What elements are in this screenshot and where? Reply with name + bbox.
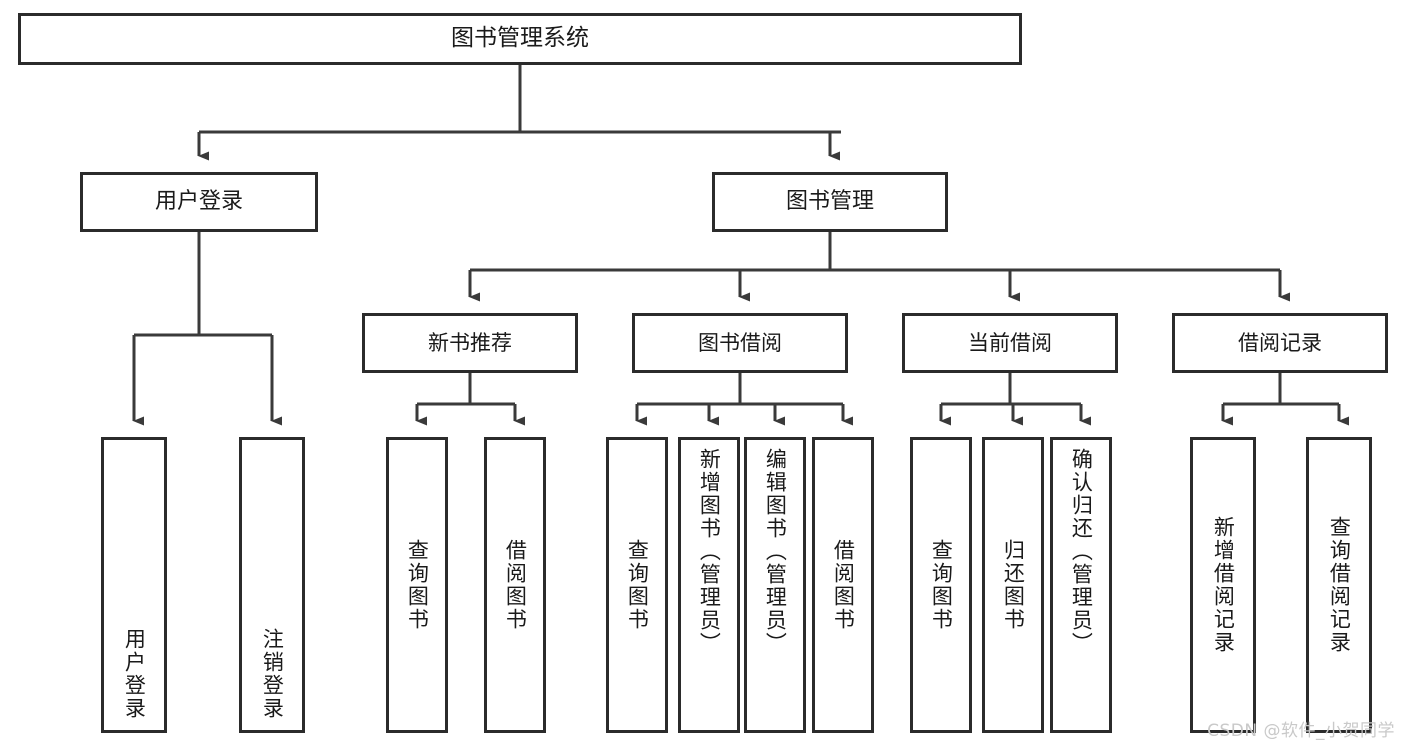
leaf-label: 编辑图书（管理员） xyxy=(763,448,788,655)
leaf-inner: 确认归还（管理员） xyxy=(1053,444,1109,726)
leaf-label: 归还图书 xyxy=(1001,539,1026,631)
leaf-label: 查询借阅记录 xyxy=(1327,516,1352,654)
leaf-query-books-nbr[interactable]: 查询图书 xyxy=(386,437,448,733)
leaf-label: 确认归还（管理员） xyxy=(1069,448,1094,655)
leaf-inner: 借阅图书 xyxy=(487,446,543,724)
leaf-inner: 查询图书 xyxy=(389,446,445,724)
leaf-borrow-books-nbr[interactable]: 借阅图书 xyxy=(484,437,546,733)
leaf-inner: 注销登录 xyxy=(242,442,302,728)
node-book-management[interactable]: 图书管理 xyxy=(712,172,948,232)
leaf-add-borrow-record[interactable]: 新增借阅记录 xyxy=(1190,437,1256,733)
node-current-borrowing[interactable]: 当前借阅 xyxy=(902,313,1118,373)
leaf-user-login[interactable]: 用户登录 xyxy=(101,437,167,733)
leaf-label: 查询图书 xyxy=(625,539,650,631)
leaf-label: 借阅图书 xyxy=(831,539,856,631)
leaf-label: 查询图书 xyxy=(929,539,954,631)
leaf-inner: 新增图书（管理员） xyxy=(681,444,737,726)
node-borrowing-records[interactable]: 借阅记录 xyxy=(1172,313,1388,373)
node-book-borrowing[interactable]: 图书借阅 xyxy=(632,313,848,373)
leaf-add-book-admin[interactable]: 新增图书（管理员） xyxy=(678,437,740,733)
leaf-inner: 编辑图书（管理员） xyxy=(747,444,803,726)
leaf-inner: 借阅图书 xyxy=(815,446,871,724)
leaf-inner: 查询图书 xyxy=(609,446,665,724)
leaf-inner: 查询图书 xyxy=(913,446,969,724)
leaf-query-books-bb[interactable]: 查询图书 xyxy=(606,437,668,733)
leaf-label: 借阅图书 xyxy=(503,539,528,631)
leaf-return-books[interactable]: 归还图书 xyxy=(982,437,1044,733)
node-user-login[interactable]: 用户登录 xyxy=(80,172,318,232)
leaf-inner: 查询借阅记录 xyxy=(1309,446,1369,724)
leaf-borrow-books-bb[interactable]: 借阅图书 xyxy=(812,437,874,733)
leaf-query-books-cb[interactable]: 查询图书 xyxy=(910,437,972,733)
leaf-label: 用户登录 xyxy=(122,628,147,720)
leaf-label: 新增图书（管理员） xyxy=(697,448,722,655)
leaf-label: 查询图书 xyxy=(405,539,430,631)
leaf-confirm-return-admin[interactable]: 确认归还（管理员） xyxy=(1050,437,1112,733)
leaf-query-borrow-record[interactable]: 查询借阅记录 xyxy=(1306,437,1372,733)
leaf-label: 注销登录 xyxy=(260,628,285,720)
leaf-label: 新增借阅记录 xyxy=(1211,516,1236,654)
leaf-inner: 用户登录 xyxy=(104,442,164,728)
node-new-book-recommendation[interactable]: 新书推荐 xyxy=(362,313,578,373)
node-root-book-management-system[interactable]: 图书管理系统 xyxy=(18,13,1022,65)
leaf-logout[interactable]: 注销登录 xyxy=(239,437,305,733)
leaf-edit-book-admin[interactable]: 编辑图书（管理员） xyxy=(744,437,806,733)
leaf-inner: 归还图书 xyxy=(985,446,1041,724)
watermark-credit: CSDN @软件_小贺同学 xyxy=(1207,721,1395,741)
leaf-inner: 新增借阅记录 xyxy=(1193,446,1253,724)
